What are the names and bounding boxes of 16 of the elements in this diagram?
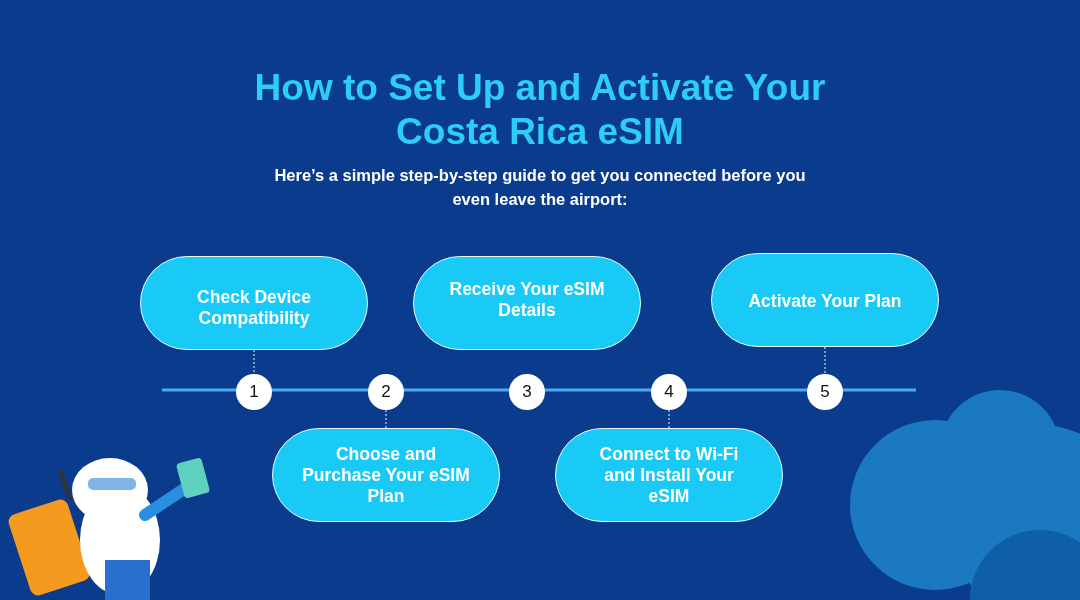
title: How to Set Up and Activate Your Costa Rica eSIM bbox=[253, 66, 827, 154]
step-pill: Choose and Purchase Your eSIM Plan bbox=[272, 428, 500, 522]
step-number-circle: 3 bbox=[509, 374, 545, 410]
step-pill: Connect to Wi-Fi and Install Your eSIM bbox=[555, 428, 783, 522]
step-pill: Receive Your eSIM Details bbox=[413, 256, 641, 350]
step-number-circle: 5 bbox=[807, 374, 843, 410]
step-pill: Check Device Compatibility bbox=[140, 256, 368, 350]
dotted-connector bbox=[824, 346, 826, 375]
step-number-circle: 4 bbox=[651, 374, 687, 410]
step-number-circle: 2 bbox=[368, 374, 404, 410]
subtitle: Here’s a simple step-by-step guide to get you connected before you even leave the airport: bbox=[273, 165, 807, 210]
dotted-connector bbox=[668, 409, 670, 429]
dotted-connector bbox=[253, 349, 255, 375]
step-number-circle: 1 bbox=[236, 374, 272, 410]
dotted-connector bbox=[385, 409, 387, 429]
step-pill: Activate Your Plan bbox=[711, 253, 939, 347]
